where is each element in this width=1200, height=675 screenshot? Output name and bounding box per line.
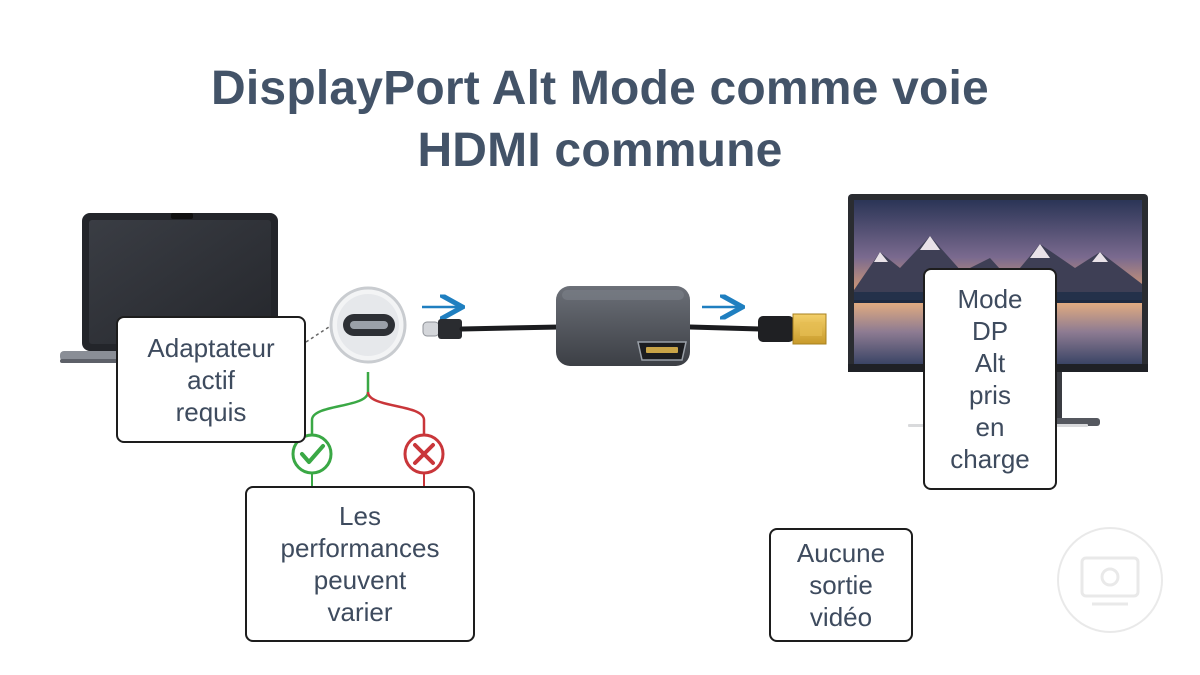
cable: [690, 327, 760, 329]
callout-line: sortie: [809, 569, 873, 601]
usb-c-plug-icon: [423, 319, 462, 339]
title-line-1: DisplayPort Alt Mode comme voie: [0, 58, 1200, 120]
hdmi-plug-icon: [758, 314, 826, 344]
title-line-2: HDMI commune: [0, 120, 1200, 182]
callout-line: pris: [969, 379, 1011, 411]
callout-line: performances: [281, 532, 440, 564]
callout-line: Adaptateur: [147, 332, 274, 364]
cross-circle-icon: [405, 435, 443, 473]
page-title: DisplayPort Alt Mode comme voie HDMI com…: [0, 58, 1200, 182]
callout-no-video-output: Aucune sortie vidéo: [769, 528, 913, 642]
callout-line: vidéo: [810, 601, 872, 633]
callout-line: en: [976, 411, 1005, 443]
callout-line: Les: [339, 500, 381, 532]
usb-c-port-icon: [306, 288, 405, 362]
callout-dp-alt-supported: Mode DP Alt pris en charge: [923, 268, 1057, 490]
callout-line: Mode: [957, 283, 1022, 315]
callout-performance-may-vary: Les performances peuvent varier: [245, 486, 475, 642]
callout-line: requis: [176, 396, 247, 428]
callout-line: varier: [327, 596, 392, 628]
watermark-logo-icon: [1058, 528, 1162, 632]
callout-line: charge: [950, 443, 1030, 475]
callout-line: peuvent: [314, 564, 407, 596]
callout-adapter-required: Adaptateur actif requis: [116, 316, 306, 443]
callout-line: Aucune: [797, 537, 885, 569]
hdmi-adapter-icon: [556, 286, 690, 366]
callout-line: DP: [972, 315, 1008, 347]
success-branch-line: [312, 372, 368, 440]
callout-line: actif: [187, 364, 235, 396]
cable: [462, 327, 560, 329]
error-branch-line: [368, 392, 424, 440]
callout-line: Alt: [975, 347, 1005, 379]
